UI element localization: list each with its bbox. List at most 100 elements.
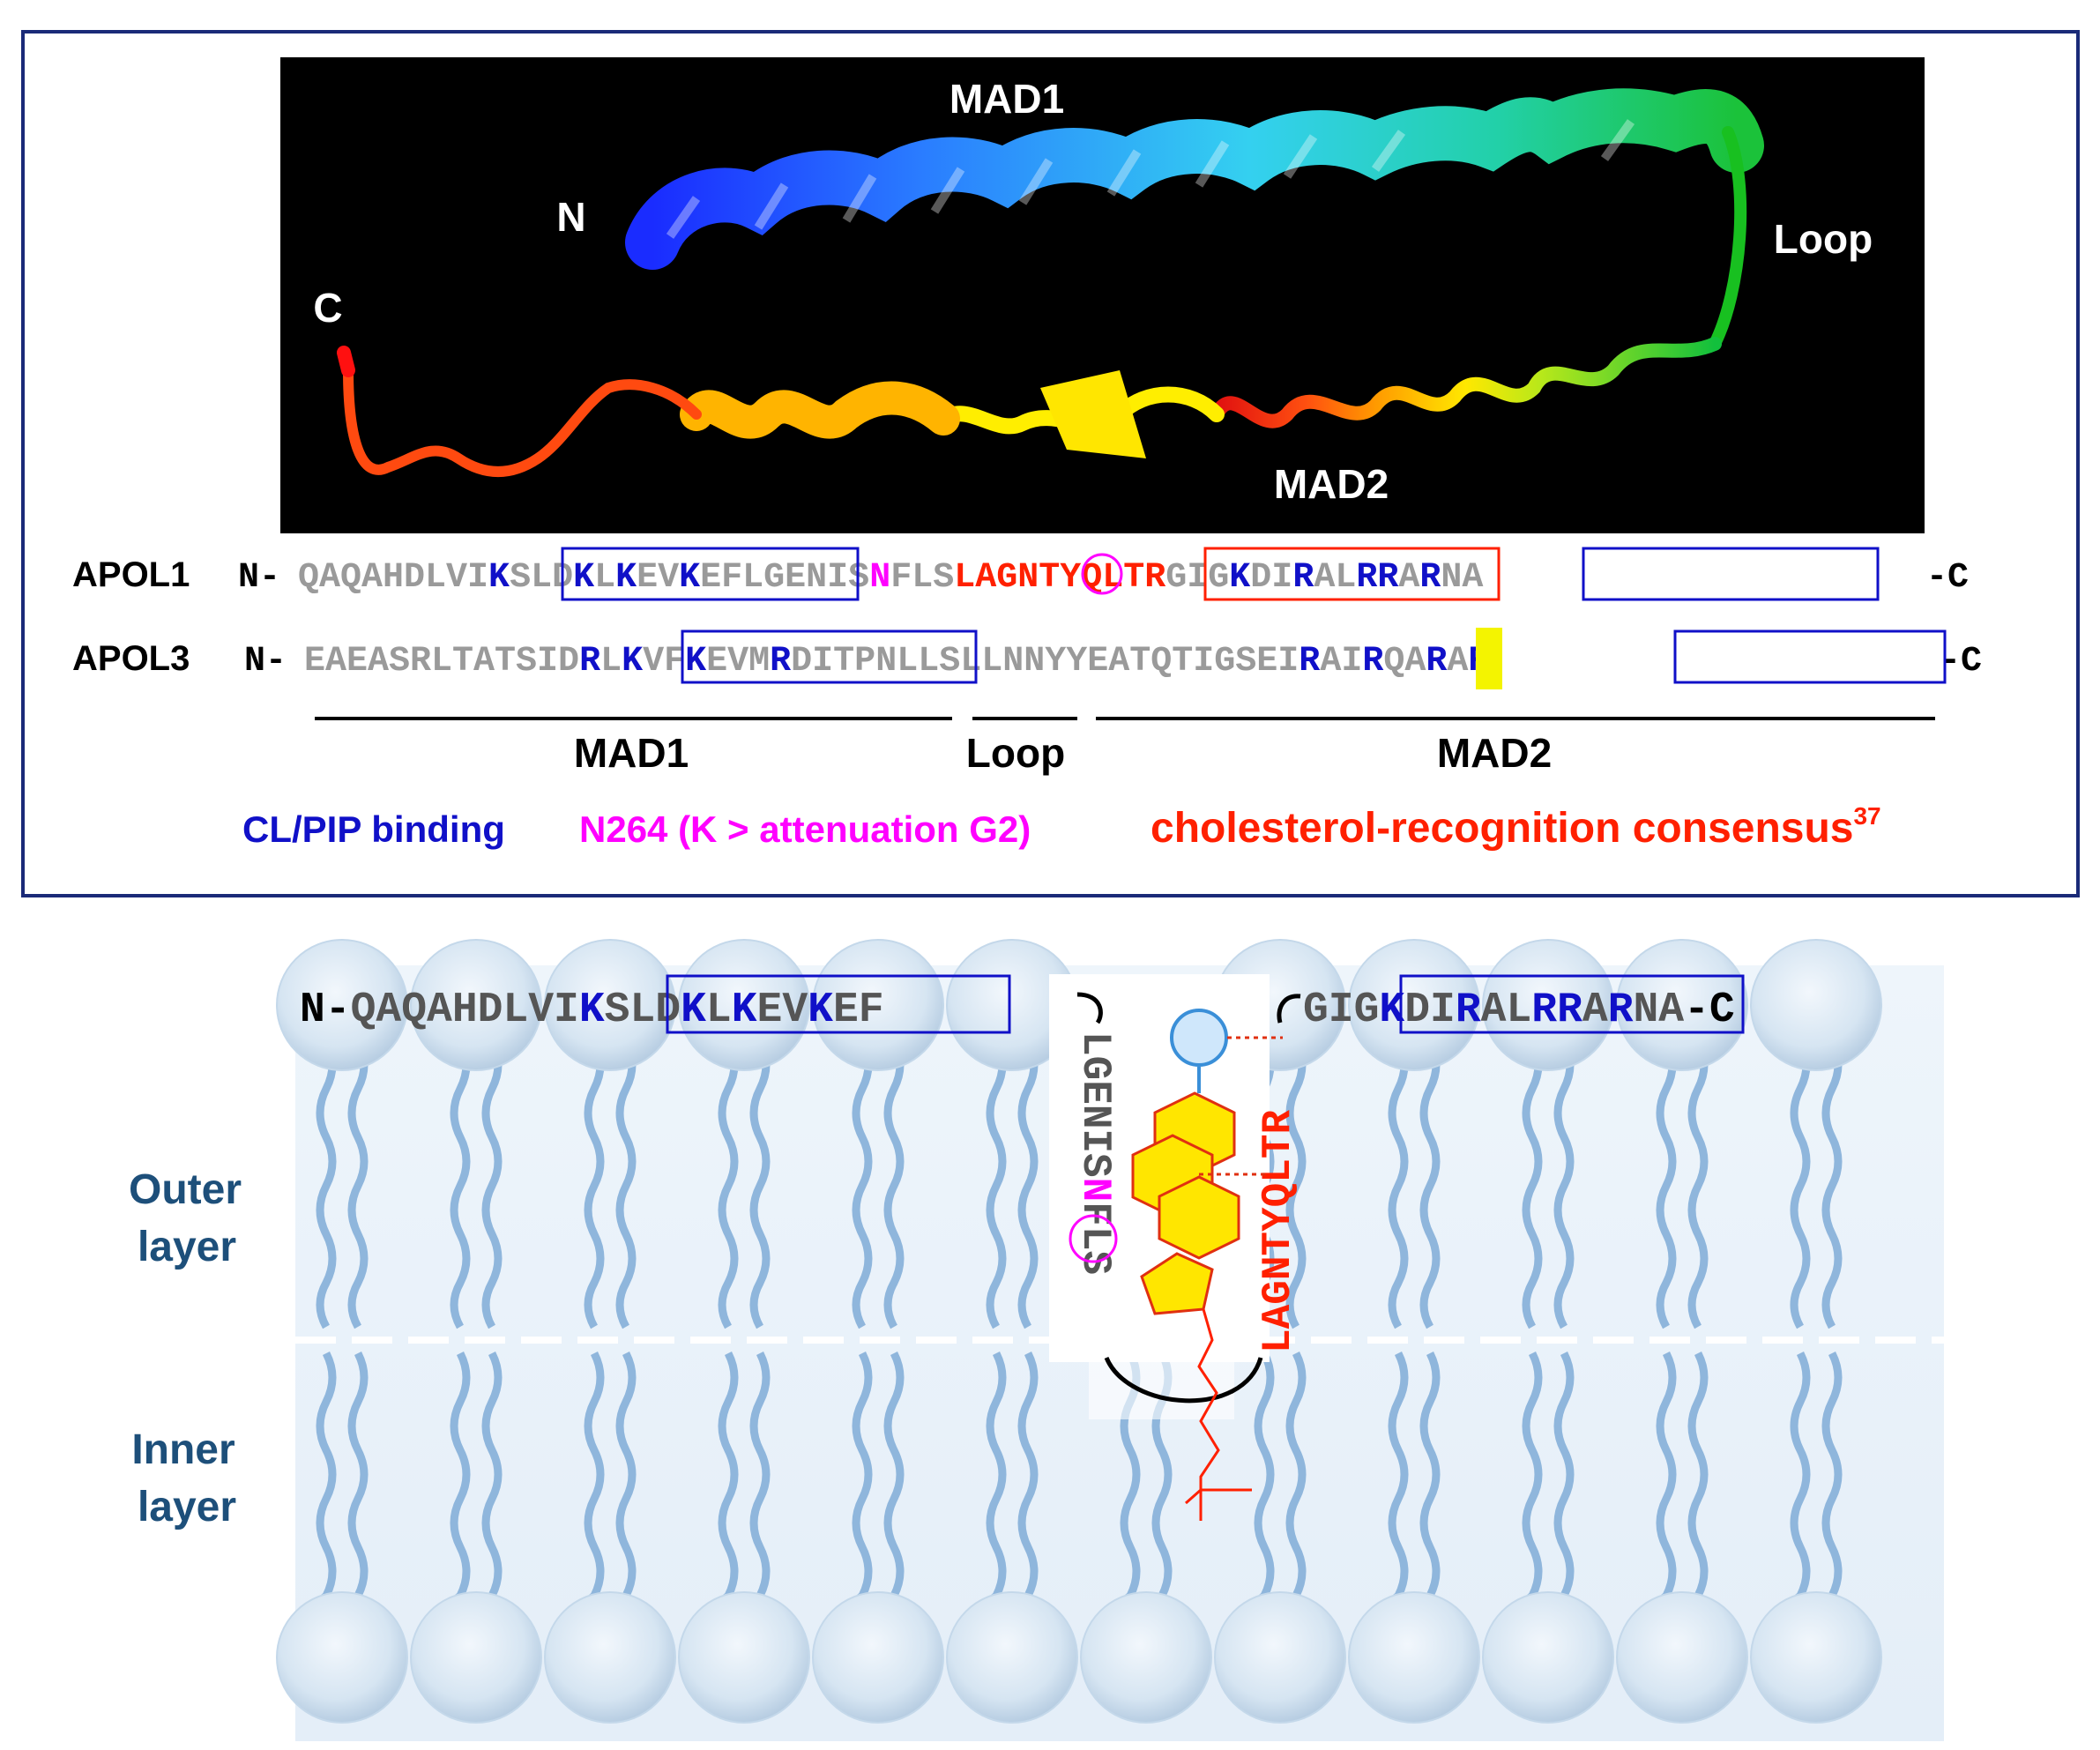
apol1-segment-12: GIG [1165, 558, 1229, 598]
apol3-segment-4: VF [643, 642, 685, 681]
outer-lipid-tail [986, 1038, 1007, 1329]
outer-lipid-tail [1553, 1038, 1575, 1329]
membrane-right-segment-7: R [1608, 987, 1634, 1034]
inner-layer-label-1: Inner [131, 1426, 235, 1473]
membrane-left-segment-8: K [808, 987, 833, 1034]
inner-lipid-head [812, 1591, 944, 1724]
outer-lipid-tail [347, 1038, 369, 1329]
membrane-down-sequence: LGENISNFLS [1072, 1031, 1118, 1275]
inner-lipid-head [1750, 1591, 1882, 1724]
apol1-segment-17: RR [1356, 558, 1398, 598]
apol3-cl-pip-box-2 [1673, 629, 1947, 684]
apol1-segment-19: R [1419, 558, 1441, 598]
outer-lipid-tail [1017, 1038, 1039, 1329]
membrane-cl-pip-box-1 [666, 974, 1011, 1034]
apol3-sequence: EAEASRLTATSIDRLKVFKEVMRDITPNLLSLLNNYYEAT… [304, 642, 1489, 681]
apol3-q-highlight [1476, 628, 1502, 689]
outer-lipid-tail [1821, 1038, 1843, 1329]
outer-layer-label-2: layer [138, 1224, 236, 1270]
membrane-right-segment-5: RR [1531, 987, 1582, 1034]
outer-lipid-tail [718, 1038, 739, 1329]
membrane-n264: N [1072, 1178, 1118, 1203]
mad2-domain-label: MAD2 [1437, 730, 1552, 776]
outer-lipid-tail [852, 1038, 873, 1329]
apol1-n264-circle [1081, 553, 1123, 595]
apol1-segment-7: K [679, 558, 700, 598]
membrane-diagram: Outer layer Inner layer N-QAQAHDLVIKSLDK… [129, 939, 1944, 1741]
cholesterol-molecule [1131, 1009, 1283, 1521]
legend-cholesterol-ref: 37 [1853, 802, 1880, 830]
apol3-segment-16: A [1447, 642, 1468, 681]
apol3-segment-1: R [579, 642, 600, 681]
outer-lipid-head [410, 939, 542, 1071]
structure-n-label: N [556, 194, 585, 240]
outer-lipid-tail [584, 1038, 605, 1329]
inner-layer-label-2: layer [138, 1484, 236, 1530]
membrane-left-segment-7: EV [757, 987, 808, 1034]
membrane-left-segment-1: QAQAHDLVI [351, 987, 579, 1034]
apol1-cl-pip-box-1 [561, 547, 860, 601]
outer-lipid-tail [1656, 1038, 1677, 1329]
membrane-right-segment-0: GIG [1303, 987, 1379, 1034]
apol1-segment-8: EFLGENIS [700, 558, 869, 598]
apol1-sequence: QAQAHDLVIKSLDKLKEVKEFLGENISNFLSLAGNTYQLT… [298, 558, 1483, 598]
outer-lipid-head [544, 939, 676, 1071]
apol3-segment-6: EVM [706, 642, 770, 681]
legend-cholesterol: cholesterol-recognition consensus37 [1151, 802, 1881, 852]
structure-mad2-label: MAD2 [1274, 461, 1389, 507]
loop-domain-label: Loop [966, 730, 1065, 776]
cholesterol-hydroxyl [1170, 1009, 1228, 1067]
inner-lipid-head [410, 1591, 542, 1724]
apol3-segment-8: DITPNLLSLLNNYYEAT [791, 642, 1151, 681]
apol3-segment-14: QA [1383, 642, 1426, 681]
membrane-n264-circle [1069, 1214, 1118, 1263]
structure-mad1-label: MAD1 [949, 76, 1064, 122]
apol1-segment-11: LAGNTYQLTR [954, 558, 1165, 598]
apol1-c-terminus: -C [1926, 558, 1969, 598]
apol1-segment-15: R [1292, 558, 1314, 598]
apol1-segment-0: QAQAHDLVI [298, 558, 488, 598]
membrane-right-segment-9: -C [1684, 987, 1735, 1034]
outer-lipid-tail [1285, 1038, 1307, 1329]
top-panel-frame [21, 30, 2080, 897]
outer-lipid-head [678, 939, 810, 1071]
apol3-label: APOL3 [72, 639, 190, 678]
outer-lipid-tail [1522, 1038, 1543, 1329]
apol3-segment-7: R [770, 642, 791, 681]
outer-lipid-tail [1790, 1038, 1811, 1329]
ribbon-structure-image: MAD1 N C Loop MAD2 [280, 57, 1925, 533]
sequence-alignment: APOL1 N- QAQAHDLVIKSLDKLKEVKEFLGENISNFLS… [72, 547, 1982, 776]
inner-lipid-head [946, 1591, 1078, 1724]
apol3-segment-0: EAEASRLTATSID [304, 642, 579, 681]
apol3-segment-13: R [1362, 642, 1383, 681]
mad1-domain-label: MAD1 [574, 730, 689, 776]
outer-lipid-head [1750, 939, 1882, 1071]
outer-lipid-tail [749, 1038, 771, 1329]
outer-lipid-tail [1687, 1038, 1709, 1329]
apol3-segment-12: AI [1320, 642, 1362, 681]
membrane-bottom-arc [1104, 1356, 1263, 1404]
apol1-segment-14: DI [1250, 558, 1292, 598]
outer-lipid-head [812, 939, 944, 1071]
legend: CL/PIP binding N264 (K > attenuation G2)… [242, 802, 1881, 852]
apol1-segment-6: EV [637, 558, 679, 598]
outer-lipid-tail [316, 1038, 337, 1329]
inner-lipid-head [1080, 1591, 1212, 1724]
membrane-cl-pip-box-2 [1399, 974, 1745, 1034]
membrane-left-segment-9: EF [833, 987, 884, 1034]
membrane-left-segment-6: K [732, 987, 757, 1034]
membrane-left-segment-0: N- [300, 987, 351, 1034]
apol1-segment-5: K [615, 558, 637, 598]
outer-lipid-tail [615, 1038, 637, 1329]
apol3-c-terminus: -C [1940, 642, 1982, 681]
outer-lipid-tail [1419, 1038, 1441, 1329]
apol1-segment-13: K [1229, 558, 1250, 598]
outer-lipid-tail [481, 1038, 503, 1329]
structure-loop-label: Loop [1774, 216, 1873, 262]
membrane-right-sequence: GIGKDIRALRRARNA-C [1303, 987, 1735, 1034]
inner-lipid-head [1482, 1591, 1614, 1724]
structure-c-label: C [313, 285, 342, 331]
apol1-label: APOL1 [72, 555, 190, 594]
apol1-segment-1: K [488, 558, 510, 598]
